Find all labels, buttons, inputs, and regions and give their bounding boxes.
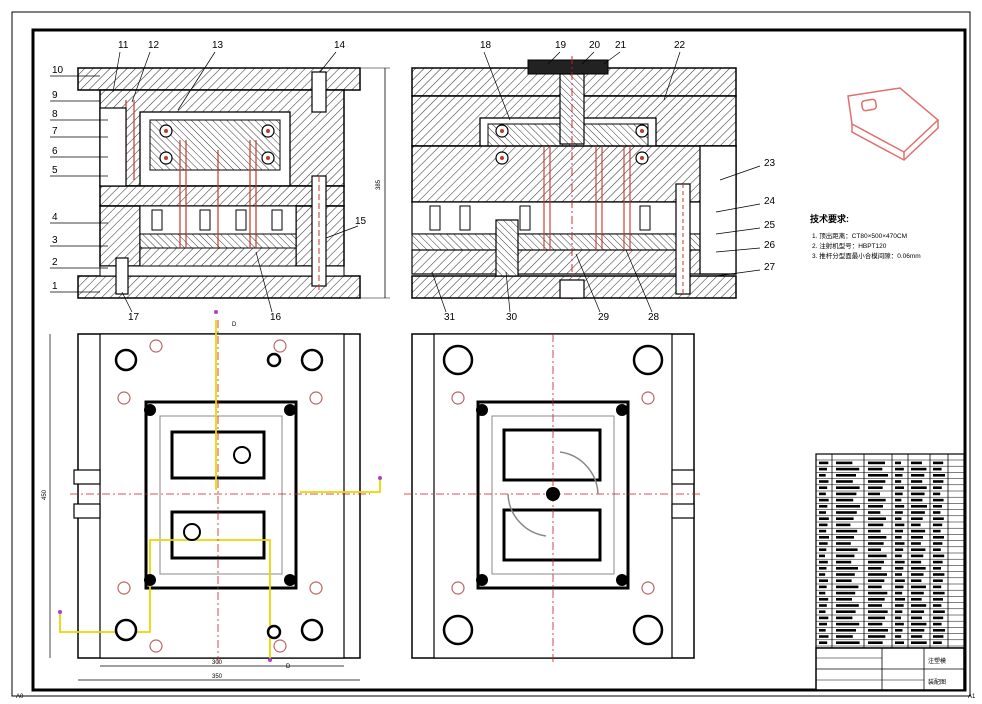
- tech-requirements-title: 技术要求:: [810, 213, 849, 224]
- right-view-callouts: [431, 51, 761, 313]
- dim-height-label: 385: [376, 179, 382, 190]
- callout-25: 25: [764, 220, 776, 231]
- left-view-callout-numbers: 10 9 8 7 6 5 4 3 2 1 11 12 13 14 15 17 1…: [52, 40, 367, 323]
- callout-7: 7: [52, 126, 58, 137]
- callout-17: 17: [128, 312, 140, 323]
- callout-12: 12: [148, 40, 160, 51]
- callout-15: 15: [355, 216, 367, 227]
- callout-22: 22: [674, 40, 686, 51]
- tech-requirement-2: 2. 注射机型号：HBPT120: [812, 241, 887, 250]
- dim-plan-width-inner-label: 300: [212, 660, 223, 666]
- callout-27: 27: [764, 262, 776, 273]
- callout-28: 28: [648, 312, 660, 323]
- callout-11: 11: [118, 40, 129, 51]
- tech-requirement-1: 1. 顶出距离：CT80×500×470CM: [812, 231, 907, 240]
- bill-of-materials-table: [815, 453, 965, 651]
- callout-13: 13: [212, 40, 224, 51]
- part-isometric-sketch: [847, 87, 940, 161]
- right-section-view: [411, 56, 737, 300]
- sheet-outer-border: [11, 11, 971, 697]
- right-view-callout-numbers: 18 19 20 21 22 23 24 25 26 27 31 30 29 2…: [444, 40, 776, 323]
- callout-4: 4: [52, 212, 58, 223]
- callout-31: 31: [444, 312, 456, 323]
- left-view-callouts: [50, 51, 359, 313]
- callout-3: 3: [52, 235, 58, 246]
- callout-24: 24: [764, 196, 776, 207]
- corner-label-left: A0: [16, 694, 24, 700]
- callout-10: 10: [52, 65, 64, 76]
- callout-21: 21: [615, 40, 627, 51]
- callout-5: 5: [52, 165, 58, 176]
- fixed-half-plan-view: [404, 333, 700, 662]
- corner-label-right: A1: [968, 694, 976, 700]
- callout-26: 26: [764, 240, 776, 251]
- callout-6: 6: [52, 146, 58, 157]
- sheet-inner-border: [31, 28, 967, 692]
- title-block: 注塑模 装配图: [815, 647, 965, 691]
- moving-half-plan-view: 450 300 350 D D: [42, 310, 382, 681]
- callout-8: 8: [52, 109, 58, 120]
- dim-plan-width-outer-label: 350: [212, 674, 223, 680]
- callout-18: 18: [480, 40, 492, 51]
- tech-requirement-3: 3. 推杆分型面最小合模间隙：0.06mm: [812, 251, 921, 260]
- technical-requirements: 技术要求: 1. 顶出距离：CT80×500×470CM 2. 注射机型号：HB…: [810, 213, 921, 260]
- callout-16: 16: [270, 312, 282, 323]
- dim-plan-height-label: 450: [42, 489, 48, 500]
- callout-9: 9: [52, 90, 58, 101]
- callout-20: 20: [589, 40, 601, 51]
- title-block-drawing: 装配图: [928, 678, 946, 686]
- callout-23: 23: [764, 158, 776, 169]
- callout-19: 19: [555, 40, 567, 51]
- callout-29: 29: [598, 312, 610, 323]
- title-block-name: 注塑模: [928, 657, 946, 665]
- callout-1: 1: [52, 281, 58, 292]
- callout-14: 14: [334, 40, 346, 51]
- callout-30: 30: [506, 312, 518, 323]
- marker-label-top: D: [232, 322, 237, 328]
- marker-label-bottom: D: [286, 664, 291, 670]
- left-section-view: 385: [77, 67, 390, 299]
- callout-2: 2: [52, 257, 58, 268]
